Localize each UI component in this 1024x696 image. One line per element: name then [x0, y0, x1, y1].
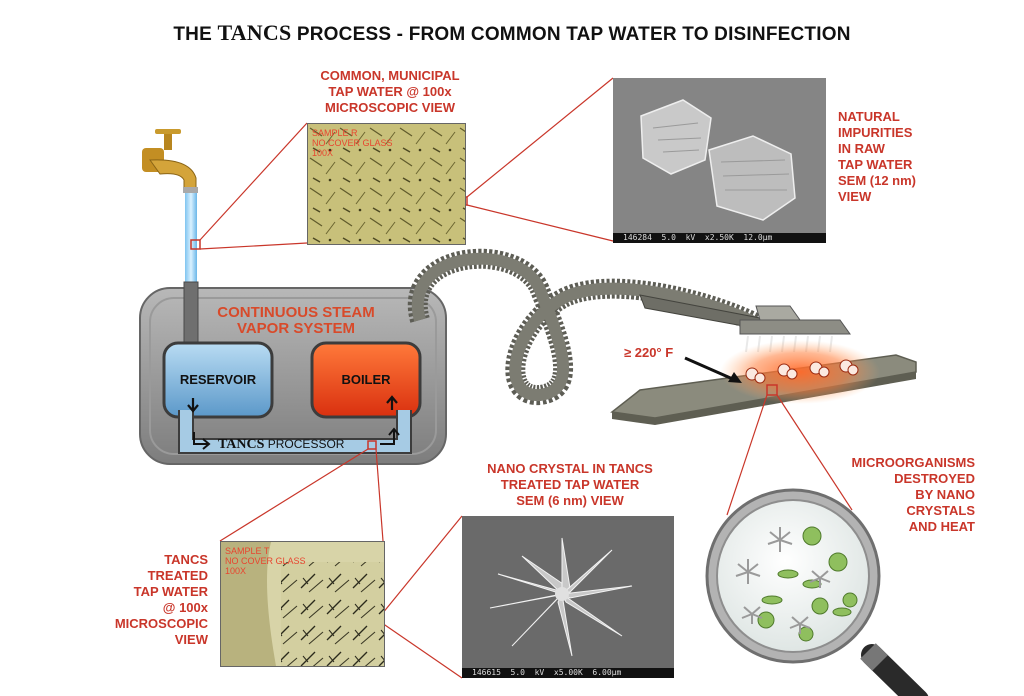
- sample-r-label: SAMPLE R NO COVER GLASS 100X: [312, 128, 393, 158]
- steam-system-title: CONTINUOUS STEAM VAPOR SYSTEM: [196, 305, 396, 337]
- treated-caption-line: TREATED: [147, 568, 208, 583]
- microorganisms-caption-line: DESTROYED: [894, 471, 975, 486]
- processor-brand: TANCS: [218, 437, 265, 452]
- water-stream: [185, 193, 197, 285]
- microorganisms-caption-line: MICROORGANISMS: [851, 455, 976, 470]
- reservoir-label: RESERVOIR: [179, 372, 257, 387]
- sem-nano-crystal-star: [462, 516, 674, 668]
- nano-crystal-caption-line: SEM (6 nm) VIEW: [516, 493, 624, 508]
- microbe-icons: [745, 359, 859, 384]
- tap-water-caption-line: MICROSCOPIC VIEW: [324, 100, 455, 115]
- steam-hose: [407, 248, 765, 405]
- processor-word: PROCESSOR: [267, 437, 345, 451]
- steam-system-title-line: CONTINUOUS STEAM: [217, 304, 375, 321]
- temperature-label: ≥ 220° F: [624, 345, 674, 360]
- impurities-caption-line: NATURAL: [838, 109, 900, 124]
- treated-caption: TANCS TREATED TAP WATER @ 100x MICROSCOP…: [90, 552, 208, 648]
- microorganisms-caption-line: BY NANO: [915, 487, 975, 502]
- treated-caption-line: MICROSCOPIC: [114, 616, 208, 631]
- tap-water-caption-line: COMMON, MUNICIPAL: [320, 68, 460, 83]
- title-brand: TANCS: [217, 20, 292, 45]
- tap-water-micrograph: SAMPLE R NO COVER GLASS 100X: [307, 123, 466, 245]
- tap-water-caption-line: TAP WATER @ 100x: [328, 84, 452, 99]
- sample-label-line: NO COVER GLASS: [312, 138, 393, 148]
- impurities-caption-line: TAP WATER: [838, 157, 913, 172]
- treated-caption-line: @ 100x: [162, 600, 208, 615]
- microorganisms-caption-line: AND HEAT: [908, 519, 975, 534]
- treated-water-micrograph: SAMPLE T NO COVER GLASS 100X: [220, 541, 385, 667]
- sem-impurities-image: 146284 5.0 kV x2.50K 12.0µm: [613, 78, 826, 243]
- sample-label-line: SAMPLE R: [312, 128, 358, 138]
- impurities-caption-line: SEM (12 nm): [838, 173, 917, 188]
- nano-crystal-caption-line: NANO CRYSTAL IN TANCS: [487, 461, 653, 476]
- title-prefix: THE: [173, 24, 212, 45]
- treated-micrograph-texture: [221, 542, 384, 666]
- sample-label-line: 100X: [225, 566, 247, 576]
- page-title: THE TANCS PROCESS - FROM COMMON TAP WATE…: [0, 20, 1024, 46]
- tap-water-caption: COMMON, MUNICIPAL TAP WATER @ 100x MICRO…: [310, 68, 470, 116]
- faucet-icon: [142, 129, 198, 193]
- nano-crystal-caption: NANO CRYSTAL IN TANCS TREATED TAP WATER …: [470, 461, 670, 509]
- microorganisms-caption: MICROORGANISMS DESTROYED BY NANO CRYSTAL…: [830, 455, 976, 535]
- treated-caption-line: TANCS: [164, 552, 208, 567]
- sem-impurities-crystals: [613, 78, 826, 233]
- sample-t-label: SAMPLE T NO COVER GLASS 100X: [225, 546, 306, 576]
- impurities-caption-line: VIEW: [838, 189, 872, 204]
- sem-bottom-scale-bar: 146615 5.0 kV x5.00K 6.00µm: [462, 668, 674, 678]
- impurities-caption: NATURAL IMPURITIES IN RAW TAP WATER SEM …: [838, 109, 958, 205]
- treated-caption-line: TAP WATER: [133, 584, 208, 599]
- sample-label-line: 100X: [312, 148, 334, 158]
- microorganisms-caption-line: CRYSTALS: [906, 503, 975, 518]
- sample-label-line: SAMPLE T: [225, 546, 270, 556]
- processor-label: TANCS PROCESSOR: [218, 437, 378, 453]
- heat-glow: [720, 340, 880, 404]
- boiler-label: BOILER: [341, 372, 391, 387]
- sem-nano-crystal-image: 146615 5.0 kV x5.00K 6.00µm: [462, 516, 674, 678]
- treated-caption-line: VIEW: [174, 632, 208, 647]
- impurities-caption-line: IMPURITIES: [838, 125, 913, 140]
- magnifier-icon: [705, 488, 929, 696]
- nano-crystal-caption-line: TREATED TAP WATER: [500, 477, 640, 492]
- micrograph-texture: [308, 124, 465, 244]
- title-rest: PROCESS - FROM COMMON TAP WATER TO DISIN…: [296, 24, 851, 45]
- steam-system-title-line: VAPOR SYSTEM: [236, 320, 356, 337]
- sample-label-line: NO COVER GLASS: [225, 556, 306, 566]
- sem-top-scale-bar: 146284 5.0 kV x2.50K 12.0µm: [613, 233, 826, 243]
- steam-system-unit: [139, 281, 447, 465]
- impurities-caption-line: IN RAW: [838, 141, 885, 156]
